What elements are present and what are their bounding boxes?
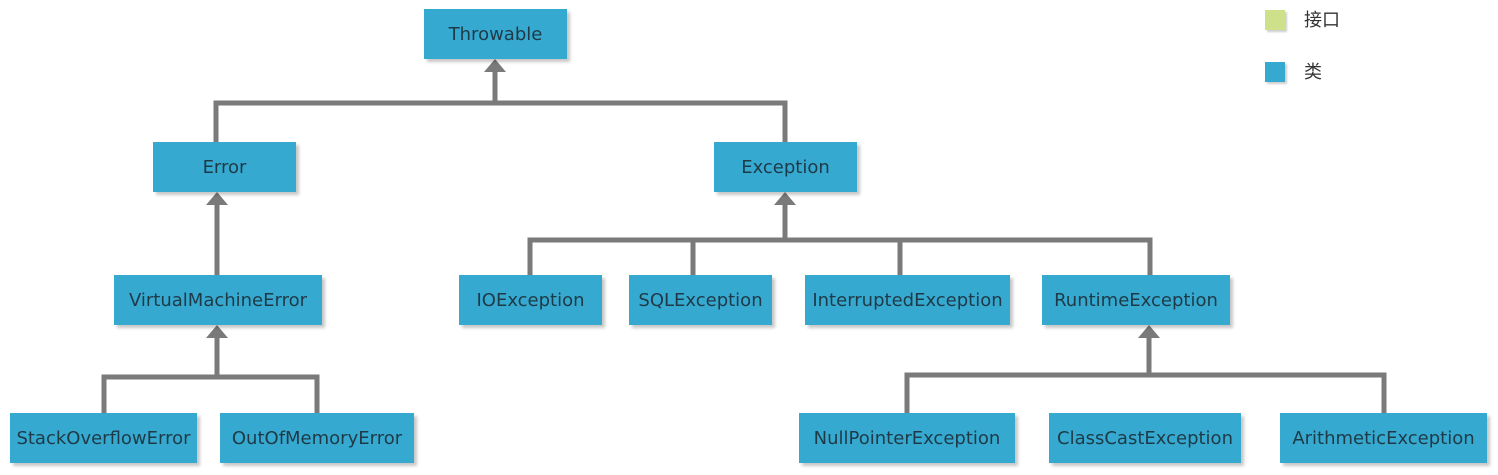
- node-runtime-exception: RuntimeException: [1042, 275, 1230, 325]
- node-throwable: Throwable: [424, 9, 567, 59]
- node-io-exception: IOException: [459, 275, 602, 325]
- inheritance-arrowhead: [484, 59, 506, 72]
- node-out-of-memory-error: OutOfMemoryError: [220, 413, 414, 463]
- node-sql-exception: SQLException: [629, 275, 772, 325]
- node-exception: Exception: [714, 142, 857, 192]
- node-null-pointer-exception: NullPointerException: [799, 413, 1015, 463]
- legend-class-label: 类: [1304, 62, 1322, 83]
- inheritance-arrowhead: [774, 192, 796, 205]
- node-arithmetic-exception: ArithmeticException: [1280, 413, 1487, 463]
- inheritance-arrowhead: [1138, 325, 1160, 338]
- node-class-cast-exception: ClassCastException: [1049, 413, 1241, 463]
- legend-interface-label: 接口: [1304, 10, 1340, 31]
- node-virtual-machine-error: VirtualMachineError: [114, 275, 322, 325]
- legend-interface-swatch: [1265, 10, 1285, 30]
- inheritance-arrowhead: [206, 192, 228, 205]
- legend-class-swatch: [1265, 62, 1285, 82]
- node-stack-overflow-error: StackOverflowError: [10, 413, 197, 463]
- node-interrupted-exception: InterruptedException: [805, 275, 1010, 325]
- node-error: Error: [153, 142, 296, 192]
- inheritance-arrowhead: [206, 325, 228, 338]
